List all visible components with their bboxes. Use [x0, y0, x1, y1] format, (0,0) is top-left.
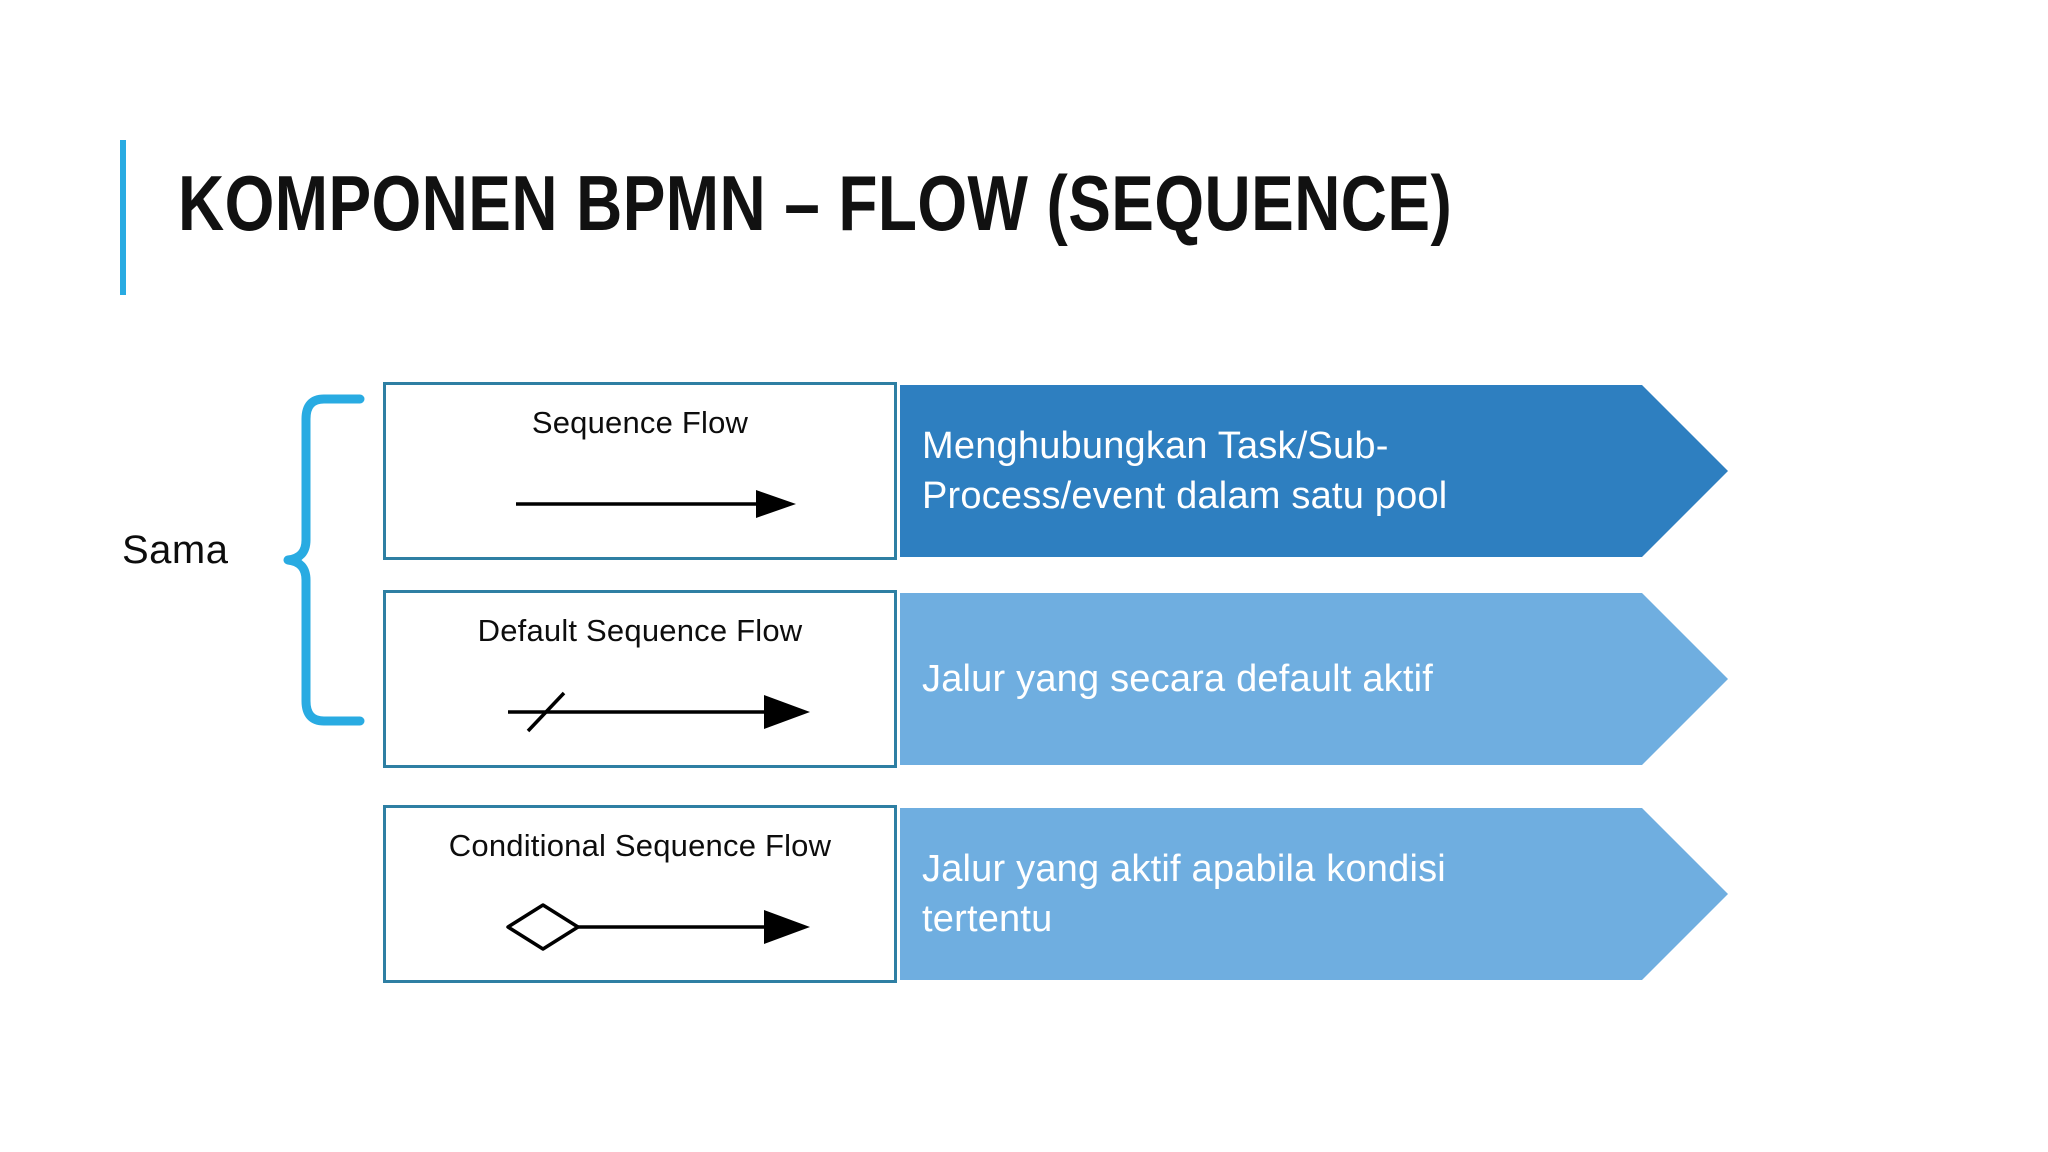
group-label-sama: Sama	[122, 528, 229, 572]
symbol-box: Sequence Flow	[383, 382, 897, 560]
flow-row: Sequence Flow Menghubungkan Task/Sub-Pro…	[383, 382, 1728, 560]
flow-row: Default Sequence Flow Jalur yang secara …	[383, 590, 1728, 768]
flow-row: Conditional Sequence Flow Jalur yang akt…	[383, 805, 1728, 983]
title-accent-bar	[120, 140, 126, 295]
symbol-box: Default Sequence Flow	[383, 590, 897, 768]
slashed-arrow-right-icon	[386, 667, 900, 757]
page-title: KOMPONEN BPMN – FLOW (SEQUENCE)	[178, 159, 1453, 247]
diamond-tail-arrow-right-icon	[386, 882, 900, 972]
description-banner: Jalur yang secara default aktif	[900, 593, 1728, 765]
symbol-caption: Sequence Flow	[531, 405, 749, 440]
curly-brace-icon	[262, 392, 372, 728]
description-banner: Jalur yang aktif apabila kondisi tertent…	[900, 808, 1728, 980]
symbol-caption: Default Sequence Flow	[477, 613, 803, 648]
plain-arrow-right-icon	[386, 459, 900, 549]
description-banner: Menghubungkan Task/Sub-Process/event dal…	[900, 385, 1728, 557]
symbol-caption: Conditional Sequence Flow	[448, 828, 832, 863]
symbol-box: Conditional Sequence Flow	[383, 805, 897, 983]
slide-header: KOMPONEN BPMN – FLOW (SEQUENCE)	[120, 135, 1620, 295]
